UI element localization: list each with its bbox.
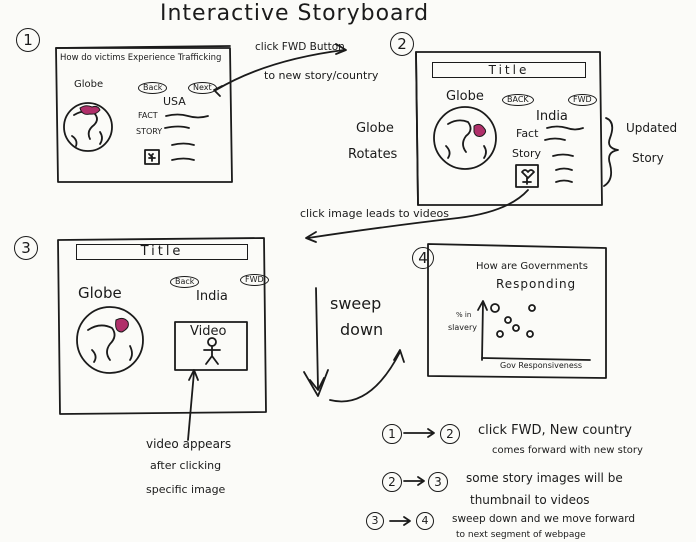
panel3-country: India: [196, 289, 228, 304]
page-heading: Interactive Storyboard: [160, 1, 430, 26]
panel4-ylabel-1: % in: [456, 311, 472, 319]
legend2-line2: thumbnail to videos: [470, 493, 590, 507]
sweep-down-arrow: [315, 287, 319, 389]
scatter-point: [528, 304, 536, 312]
panel2-number: 2: [390, 32, 414, 56]
arrow12-note-line2: to new story/country: [264, 69, 379, 82]
panel2-side-left-1: Globe: [356, 121, 394, 136]
panel3-back-button[interactable]: Back: [170, 276, 200, 288]
panel1-story-image: [144, 149, 160, 165]
panel4-ylabel-2: slavery: [448, 323, 477, 332]
legend3-from: 3: [366, 512, 384, 530]
panel2-side-left-2: Rotates: [348, 147, 398, 162]
panel3-video-box: [174, 321, 248, 371]
legend1-to: 2: [440, 424, 460, 444]
panel1-frame: [55, 47, 233, 183]
arrow23-note: click image leads to videos: [300, 207, 449, 220]
panel2-story-image: [515, 164, 539, 188]
panel2-country-marker: [473, 123, 487, 137]
panel2-fwd-button[interactable]: FWD: [568, 94, 597, 106]
panel3-globe-label: Globe: [78, 284, 122, 302]
arrow-1-to-2: [215, 49, 345, 91]
panel1-country-marker: [79, 105, 101, 115]
panel1-fact-label: FACT: [138, 111, 158, 120]
panel4-frame: [427, 243, 607, 379]
panel2-globe-label: Globe: [446, 89, 484, 104]
panel3-caption-3: specific image: [146, 483, 226, 496]
scatter-point: [496, 330, 504, 338]
legend1-line2: comes forward with new story: [492, 445, 643, 456]
panel3-fwd-button[interactable]: FWD: [240, 274, 269, 286]
panel1-next-button[interactable]: Next: [188, 82, 217, 94]
sweep-note-1: sweep: [330, 294, 382, 313]
panel3-video-label: Video: [190, 324, 227, 339]
panel1-globe: [63, 102, 113, 152]
panel2-fact-label: Fact: [516, 127, 539, 140]
scatter-point: [490, 303, 500, 313]
panel1-story-label: STORY: [136, 127, 163, 136]
panel4-number: 4: [412, 247, 434, 269]
scatter-point: [526, 330, 534, 338]
legend1-from: 1: [382, 424, 402, 444]
panel2-story-label: Story: [512, 147, 542, 160]
legend2-from: 2: [382, 472, 402, 492]
panel1-globe-label: Globe: [74, 79, 104, 90]
panel3-caption-2: after clicking: [150, 459, 222, 472]
panel2-back-button[interactable]: BACK: [502, 94, 534, 106]
panel1-number: 1: [16, 28, 40, 52]
scatter-point: [504, 316, 512, 324]
legend2-to: 3: [428, 472, 448, 492]
sweep-note-2: down: [340, 320, 384, 339]
legend2-line1: some story images will be: [466, 471, 623, 485]
panel4-y-axis: [481, 301, 484, 361]
panel3-title: Title: [76, 244, 248, 260]
panel2-globe: [433, 106, 497, 170]
panel4-title-2: Responding: [496, 277, 577, 291]
panel4-x-axis: [481, 357, 591, 361]
panel2-brace: [603, 117, 619, 187]
panel3-caption-1: video appears: [146, 437, 232, 451]
legend3-line2: to next segment of webpage: [456, 530, 586, 540]
panel3-caption-arrow: [187, 371, 195, 441]
panel3-frame: [57, 237, 267, 415]
panel2-side-right-1: Updated: [626, 121, 678, 135]
legend3-line1: sweep down and we move forward: [452, 513, 636, 525]
panel4-title-1: How are Governments: [476, 261, 588, 272]
arrow12-note-line1: click FWD Button: [255, 41, 345, 53]
panel3-number: 3: [14, 236, 38, 260]
panel3-globe: [76, 306, 144, 374]
legend3-to: 4: [416, 512, 434, 530]
panel2-title: Title: [432, 62, 586, 78]
panel1-back-button[interactable]: Back: [138, 82, 168, 94]
panel1-title: How do victims Experience Trafficking: [60, 53, 222, 63]
arrow-2-to-3: [307, 189, 529, 239]
panel1-country: USA: [163, 95, 186, 108]
panel4-xlabel: Gov Responsiveness: [500, 361, 583, 370]
arrow-3-to-4: [329, 351, 401, 403]
panel2-side-right-2: Story: [632, 151, 664, 165]
panel3-country-marker: [115, 317, 129, 333]
panel2-country: India: [536, 109, 568, 124]
legend1-line1: click FWD, New country: [478, 423, 632, 438]
scatter-point: [512, 324, 520, 332]
